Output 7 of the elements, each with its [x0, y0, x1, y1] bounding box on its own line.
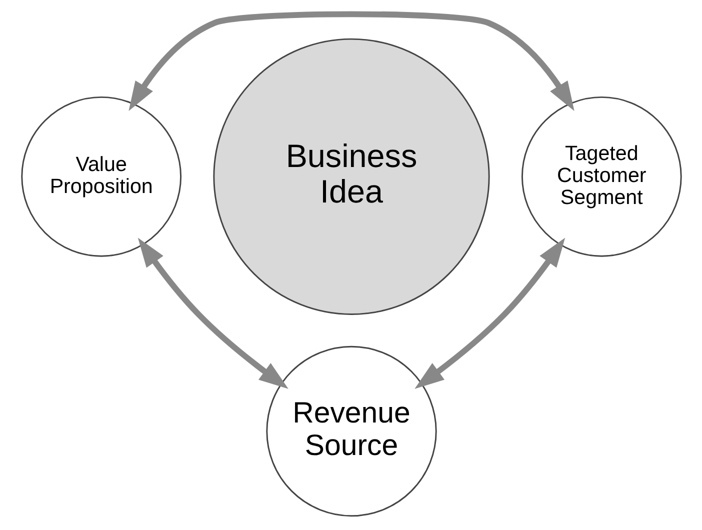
arrow	[137, 238, 288, 389]
arrow	[128, 11, 574, 111]
node-circle: Value Proposition	[20, 96, 182, 257]
node-circle: Tageted Customer Segment	[520, 96, 682, 257]
node-circle: Revenue Source	[266, 346, 436, 517]
node-circle: Business Idea	[212, 38, 490, 315]
arrow	[414, 238, 565, 389]
